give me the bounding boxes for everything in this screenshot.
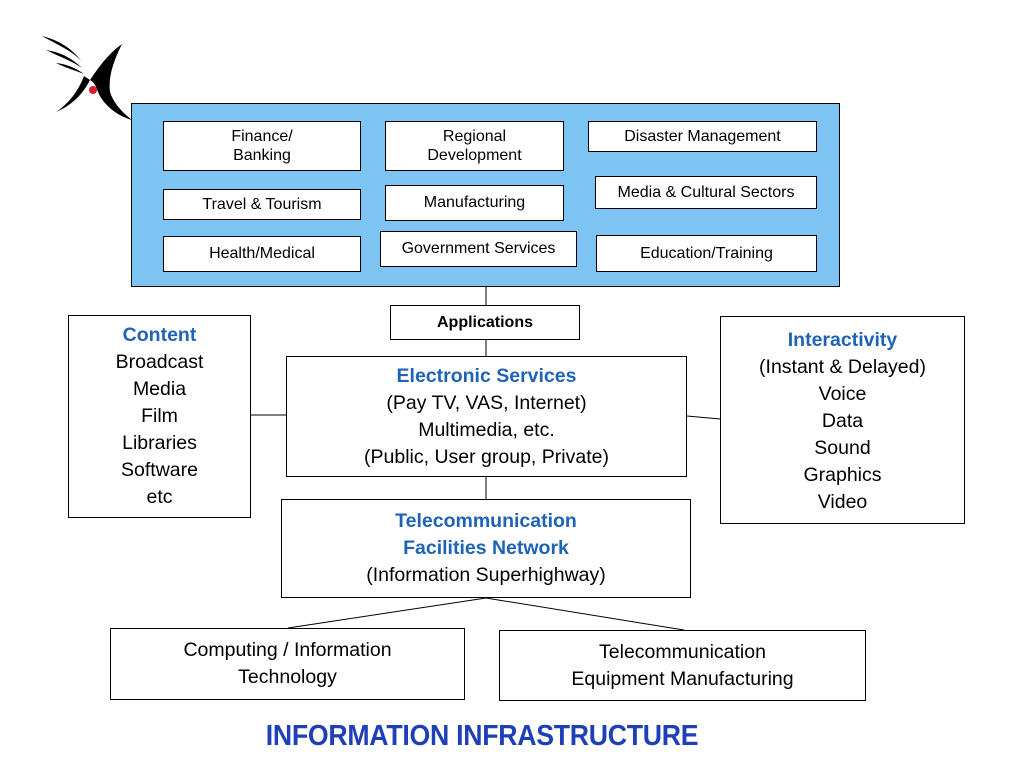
page-title: INFORMATION INFRASTRUCTURE xyxy=(265,720,699,752)
content-item: Film xyxy=(141,405,178,427)
application-education-training[interactable]: Education/Training xyxy=(596,235,817,272)
content-item: etc xyxy=(146,486,173,508)
content-heading: Content xyxy=(122,324,197,346)
content-item: Libraries xyxy=(122,432,197,454)
telecom-equipment-box: Telecommunication Equipment Manufacturin… xyxy=(499,630,866,701)
content-item: Media xyxy=(132,378,187,400)
computing-box: Computing / Information Technology xyxy=(110,628,465,700)
electronic-services-heading: Electronic Services xyxy=(396,364,577,387)
interactivity-heading: Interactivity xyxy=(787,329,898,351)
content-item: Software xyxy=(121,459,198,481)
application-health-medical[interactable]: Health/Medical xyxy=(163,236,361,272)
interactivity-box: Interactivity (Instant & Delayed) Voice … xyxy=(720,316,965,524)
interactivity-item: Sound xyxy=(814,437,871,459)
application-disaster-management[interactable]: Disaster Management xyxy=(588,121,817,152)
applications-label-box[interactable]: Applications xyxy=(390,305,580,340)
bird-logo-icon xyxy=(42,36,132,120)
application-travel-tourism[interactable]: Travel & Tourism xyxy=(163,189,361,220)
application-media-cultural[interactable]: Media & Cultural Sectors xyxy=(595,176,817,209)
application-finance-banking[interactable]: Finance/ Banking xyxy=(163,121,361,171)
interactivity-item: Video xyxy=(817,491,868,513)
content-box: Content Broadcast Media Film Libraries S… xyxy=(68,315,251,518)
application-manufacturing[interactable]: Manufacturing xyxy=(385,185,564,221)
content-item: Broadcast xyxy=(115,351,204,373)
application-regional-development[interactable]: Regional Development xyxy=(385,121,564,171)
interactivity-item: Data xyxy=(821,410,864,432)
application-government-services[interactable]: Government Services xyxy=(380,231,577,267)
telecom-network-box: Telecommunication Facilities Network (In… xyxy=(281,499,691,598)
interactivity-item: (Instant & Delayed) xyxy=(759,356,926,378)
interactivity-item: Voice xyxy=(818,383,867,405)
interactivity-item: Graphics xyxy=(803,464,882,486)
electronic-services-box: Electronic Services (Pay TV, VAS, Intern… xyxy=(286,356,687,477)
